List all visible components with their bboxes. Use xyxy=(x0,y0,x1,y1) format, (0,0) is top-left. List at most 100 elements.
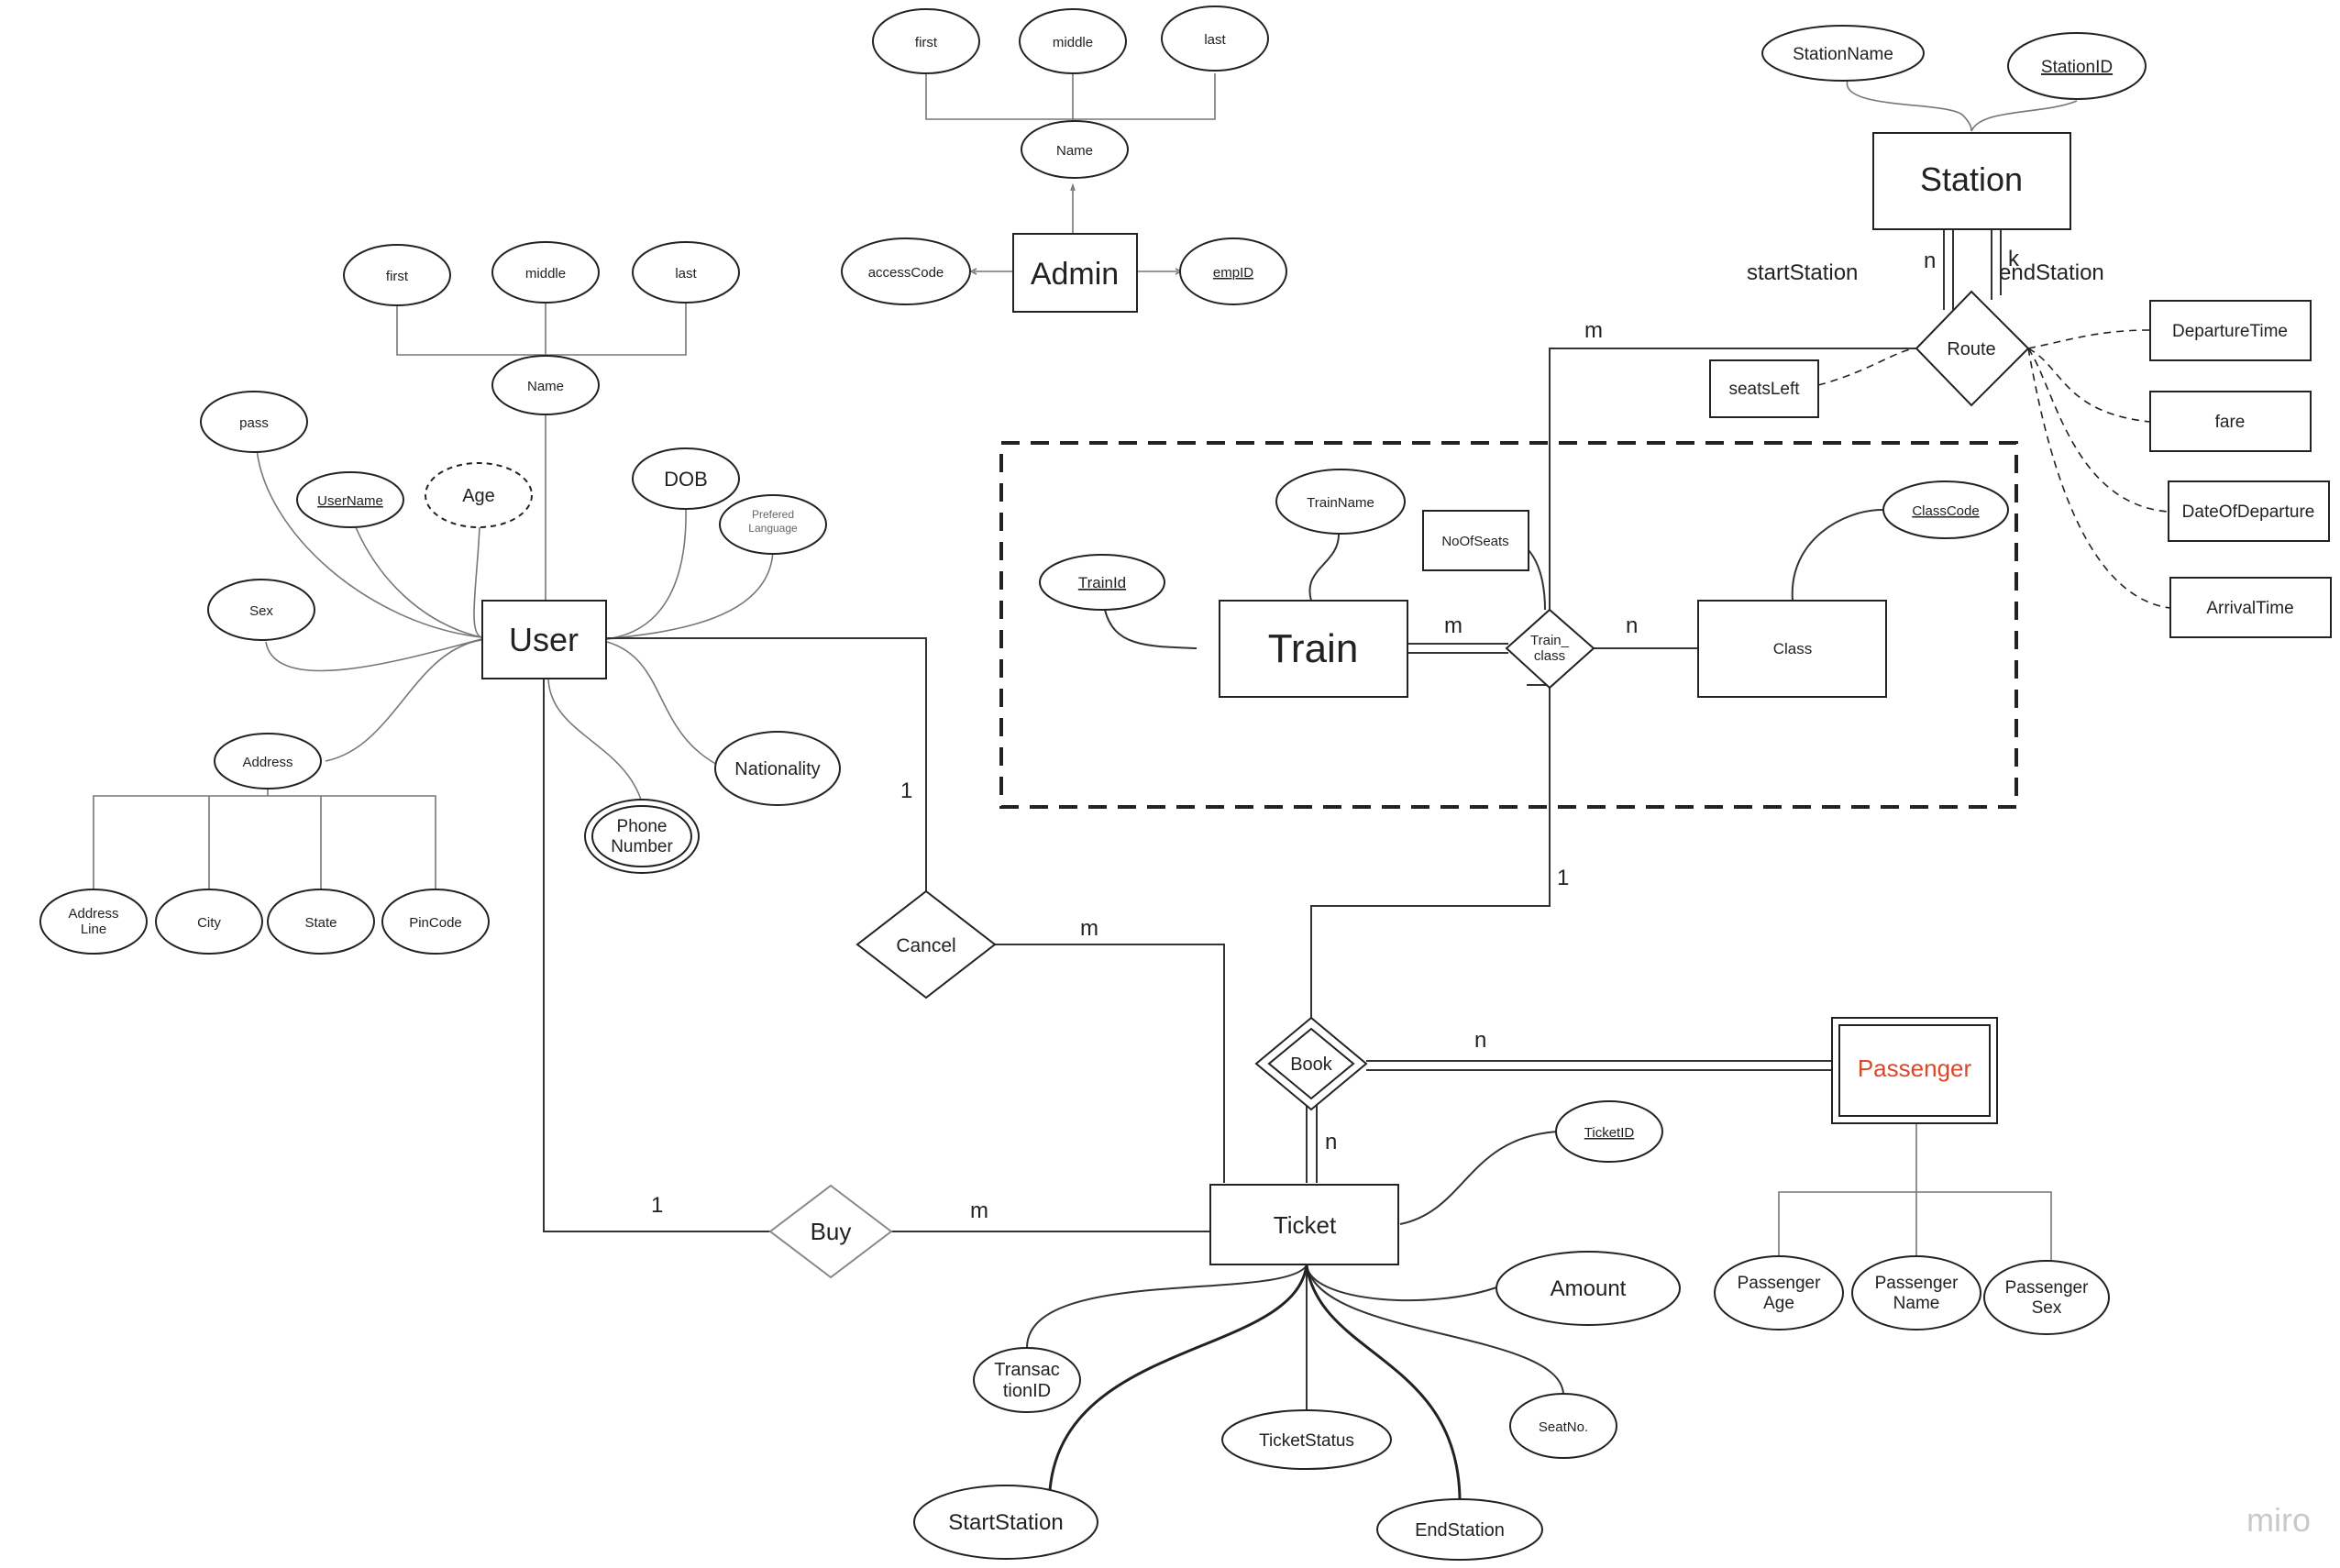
attr-admin-name[interactable]: Name xyxy=(1021,120,1129,179)
attr-user-state[interactable]: State xyxy=(267,889,375,955)
attr-admin-emp-id[interactable]: empID xyxy=(1179,237,1287,305)
svg-text:Prefered: Prefered xyxy=(752,508,794,521)
card-user-buy: 1 xyxy=(651,1193,663,1218)
card-train-class-book: 1 xyxy=(1557,866,1569,890)
book-passenger-link xyxy=(1366,1060,1832,1071)
user-name-tree xyxy=(396,303,687,362)
svg-text:TicketID: TicketID xyxy=(1584,1125,1635,1141)
attr-ticket-status[interactable]: TicketStatus xyxy=(1221,1409,1392,1470)
svg-text:UserName: UserName xyxy=(317,493,383,509)
attr-user-nationality[interactable]: Nationality xyxy=(714,731,841,806)
ticket-amount-link xyxy=(1306,1264,1500,1302)
route-seatsleft-link xyxy=(1817,348,1919,386)
entity-passenger[interactable]: Passenger xyxy=(1831,1017,1998,1124)
attr-admin-middle[interactable]: middle xyxy=(1019,8,1127,74)
attr-admin-first[interactable]: first xyxy=(872,8,980,74)
attr-ticket-end-station[interactable]: EndStation xyxy=(1376,1498,1543,1561)
attr-train-id[interactable]: TrainId xyxy=(1039,554,1165,611)
svg-text:Transac: Transac xyxy=(994,1360,1060,1380)
attr-user-username[interactable]: UserName xyxy=(296,471,404,528)
attr-route-date-of-departure[interactable]: DateOfDeparture xyxy=(2168,480,2330,542)
card-cancel-ticket: m xyxy=(1080,916,1098,941)
train-name-link xyxy=(1308,534,1340,602)
svg-text:Sex: Sex xyxy=(249,603,273,619)
svg-text:DOB: DOB xyxy=(664,468,708,491)
route-fare-link xyxy=(2027,348,2151,423)
attr-route-seats-left[interactable]: seatsLeft xyxy=(1709,359,1819,418)
station-route-end-link xyxy=(1991,229,2002,300)
svg-text:Nationality: Nationality xyxy=(734,759,820,779)
attr-user-name[interactable]: Name xyxy=(491,355,600,415)
attr-user-city[interactable]: City xyxy=(155,889,263,955)
user-dob-link xyxy=(604,505,687,640)
attr-admin-last[interactable]: last xyxy=(1161,6,1269,72)
entity-train[interactable]: Train xyxy=(1219,600,1408,698)
svg-text:Passenger: Passenger xyxy=(1875,1274,1959,1293)
attr-user-pincode[interactable]: PinCode xyxy=(381,889,490,955)
svg-text:Language: Language xyxy=(748,522,798,535)
relationship-cancel-label: Cancel xyxy=(896,935,955,956)
attr-ticket-seat-no[interactable]: SeatNo. xyxy=(1509,1393,1617,1459)
attr-user-age[interactable]: Age xyxy=(425,462,533,528)
attr-route-arrival-time[interactable]: ArrivalTime xyxy=(2169,577,2332,638)
relationship-book[interactable]: Book xyxy=(1254,1016,1368,1111)
svg-text:Phone: Phone xyxy=(617,817,668,836)
attr-route-departure-time[interactable]: DepartureTime xyxy=(2149,300,2312,361)
svg-text:Age: Age xyxy=(1763,1294,1794,1313)
attr-ticket-id[interactable]: TicketID xyxy=(1555,1100,1663,1163)
svg-text:last: last xyxy=(1204,32,1226,48)
class-code-link xyxy=(1791,508,1885,602)
admin-name-arrowhead xyxy=(1070,182,1076,192)
user-cancel-link xyxy=(607,637,927,891)
ticket-id-link xyxy=(1399,1131,1560,1225)
relationship-train-class[interactable]: Train_ class xyxy=(1505,608,1595,690)
attr-train-no-of-seats[interactable]: NoOfSeats xyxy=(1422,510,1529,571)
attr-user-dob[interactable]: DOB xyxy=(632,447,740,510)
svg-text:Number: Number xyxy=(611,837,673,856)
attr-station-name[interactable]: StationName xyxy=(1761,25,1925,82)
attr-ticket-start-station[interactable]: StartStation xyxy=(913,1485,1098,1560)
card-user-cancel: 1 xyxy=(900,778,912,803)
attr-ticket-amount[interactable]: Amount xyxy=(1496,1251,1681,1326)
attr-admin-access-code[interactable]: accessCode xyxy=(841,237,971,305)
relationship-buy-label: Buy xyxy=(811,1218,852,1245)
card-route-train-class: m xyxy=(1584,318,1603,343)
relationship-route[interactable]: Route xyxy=(1915,290,2030,407)
relationship-cancel[interactable]: Cancel xyxy=(855,889,997,999)
attr-user-sex[interactable]: Sex xyxy=(207,579,315,641)
attr-user-middle[interactable]: middle xyxy=(491,241,600,304)
relationship-buy[interactable]: Buy xyxy=(768,1184,893,1279)
entity-admin[interactable]: Admin xyxy=(1012,233,1138,313)
attr-user-address[interactable]: Address xyxy=(214,733,322,790)
ticket-transaction-link xyxy=(1026,1264,1308,1349)
svg-text:Name: Name xyxy=(527,379,564,394)
svg-text:StationID: StationID xyxy=(2041,58,2113,77)
attr-station-id[interactable]: StationID xyxy=(2007,32,2147,100)
entity-ticket[interactable]: Ticket xyxy=(1209,1184,1399,1265)
svg-text:State: State xyxy=(304,915,337,931)
station-name-link xyxy=(1846,79,1972,132)
entity-station[interactable]: Station xyxy=(1872,132,2071,230)
user-username-link xyxy=(352,520,482,638)
attr-route-fare[interactable]: fare xyxy=(2149,391,2312,452)
attr-user-pass[interactable]: pass xyxy=(200,391,308,453)
attr-user-first[interactable]: first xyxy=(343,244,451,306)
train-seats-link xyxy=(1528,549,1546,611)
svg-text:DepartureTime: DepartureTime xyxy=(2172,322,2288,341)
miro-watermark: miro xyxy=(2246,1501,2311,1539)
attr-user-last[interactable]: last xyxy=(632,241,740,304)
svg-text:Name: Name xyxy=(1893,1294,1940,1313)
svg-text:StartStation: StartStation xyxy=(948,1510,1063,1535)
entity-user[interactable]: User xyxy=(481,600,607,679)
entity-class[interactable]: Class xyxy=(1697,600,1887,698)
attr-class-code[interactable]: ClassCode xyxy=(1882,480,2009,539)
attr-train-name[interactable]: TrainName xyxy=(1275,469,1406,535)
attributes: first middle last Name accessCode empID … xyxy=(39,6,2332,1561)
